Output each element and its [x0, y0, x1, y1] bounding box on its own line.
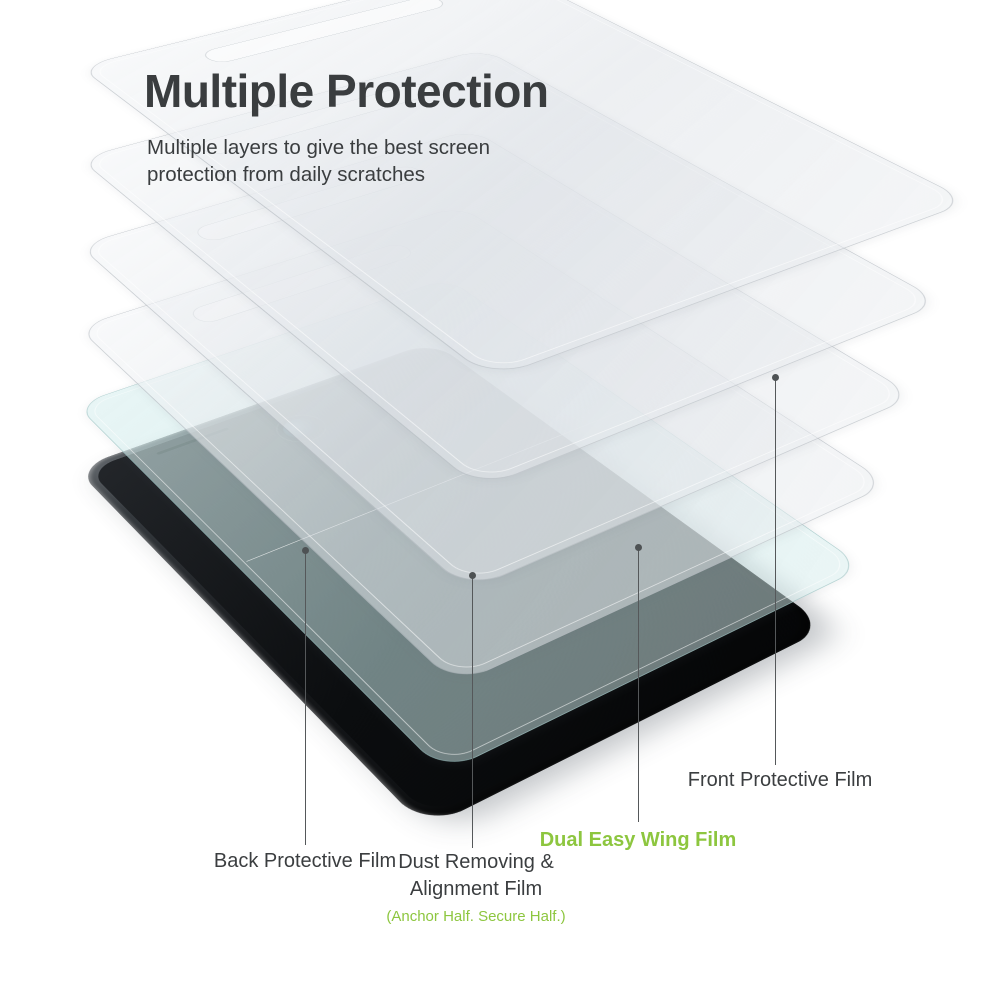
label-back-protective-film: Back Protective Film	[213, 850, 397, 872]
label-dual-easy-wing-film: Dual Easy Wing Film	[539, 829, 737, 851]
page-title: Multiple Protection	[144, 65, 549, 117]
callout-dot-back-film	[302, 547, 309, 554]
page-subtitle: Multiple layers to give the best screen …	[147, 134, 490, 188]
film-handle-slot	[198, 0, 450, 65]
callout-dot-front-film	[772, 374, 779, 381]
label-dust-removing-line-1: Dust Removing &	[398, 851, 554, 873]
callout-line-dust-film	[472, 575, 473, 848]
callout-line-back-film	[305, 550, 306, 845]
callout-line-front-film	[775, 377, 776, 765]
label-anchor-secure-note: (Anchor Half. Secure Half.)	[386, 908, 566, 925]
subtitle-line-2: protection from daily scratches	[147, 163, 426, 186]
subtitle-line-1: Multiple layers to give the best screen	[147, 136, 490, 159]
label-front-protective-film: Front Protective Film	[687, 769, 873, 791]
label-dust-removing-line-2: Alignment Film	[409, 878, 543, 900]
callout-dot-wing-film	[635, 544, 642, 551]
callout-line-wing-film	[638, 547, 639, 822]
callout-dot-dust-film	[469, 572, 476, 579]
